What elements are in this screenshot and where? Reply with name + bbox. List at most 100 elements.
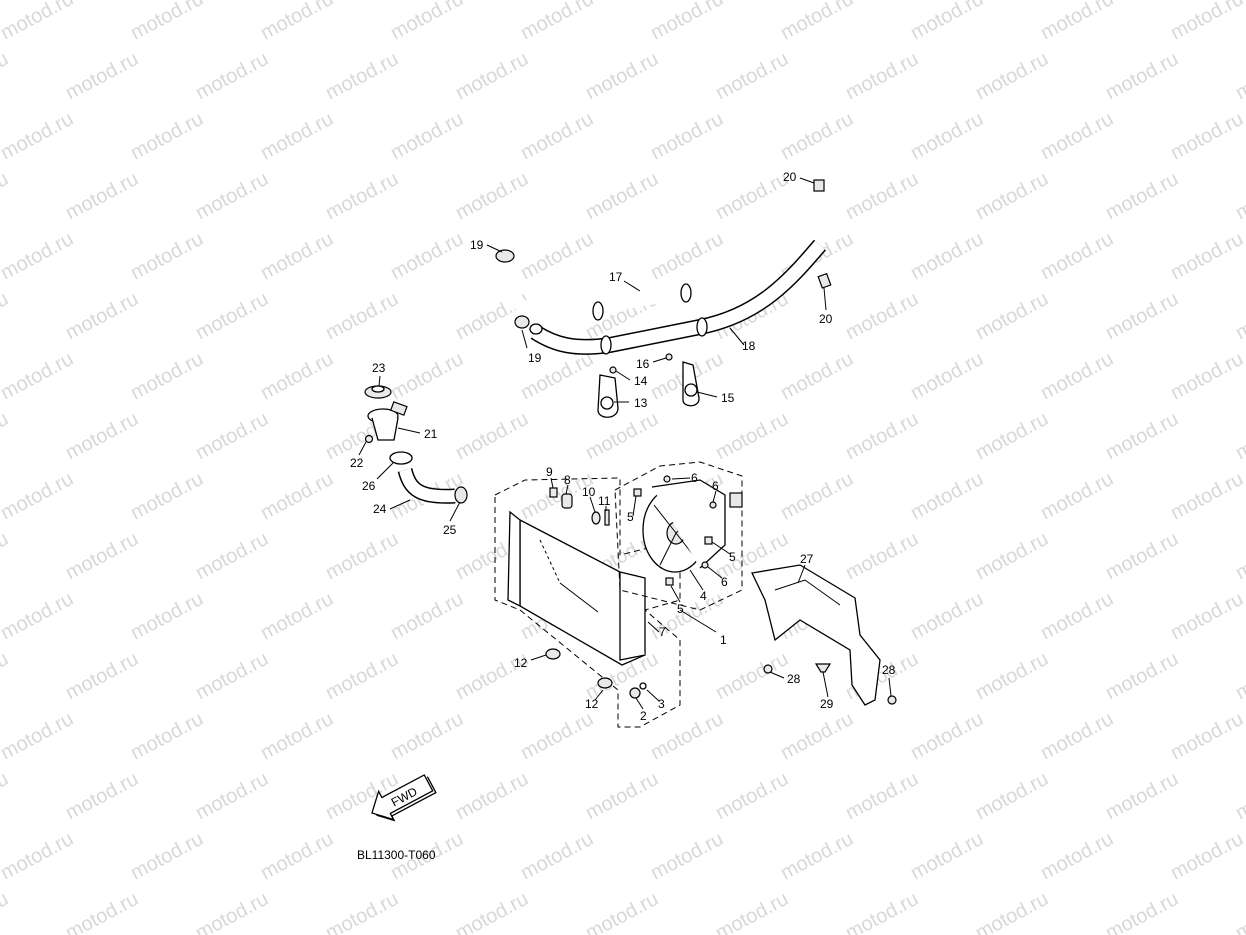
watermark-text: motod.ru [62, 48, 142, 104]
watermark-text: motod.ru [907, 348, 987, 404]
fan-assy-outline [614, 461, 743, 611]
watermark-text: motod.ru [257, 228, 337, 284]
watermark-text: motod.ru [257, 708, 337, 764]
watermark-text: motod.ru [907, 0, 987, 44]
watermark-text: motod.ru [1037, 468, 1117, 524]
callout-1: 1 [720, 633, 727, 647]
callout-5a: 5 [627, 510, 634, 524]
callout-19a: 19 [470, 238, 484, 252]
watermark-text: motod.ru [1167, 228, 1246, 284]
watermark-text: motod.ru [257, 468, 337, 524]
callout-19b: 19 [528, 351, 542, 365]
callout-12b: 12 [585, 697, 599, 711]
watermark-text: motod.ru [1232, 648, 1246, 704]
watermark-text: motod.ru [387, 708, 467, 764]
watermark-text: motod.ru [192, 48, 272, 104]
watermark-text: motod.ru [647, 708, 727, 764]
watermark-text: motod.ru [257, 828, 337, 884]
hose-18 [530, 239, 827, 355]
radiator-assy-outline [494, 477, 681, 728]
callout-28b: 28 [882, 663, 896, 677]
callout-13: 13 [634, 396, 648, 410]
bolt-14 [609, 366, 617, 374]
washer-3 [639, 682, 647, 690]
watermark-text: motod.ru [452, 408, 532, 464]
watermark-text: motod.ru [0, 468, 77, 524]
watermark-text: motod.ru [907, 228, 987, 284]
bolt-28a [763, 664, 773, 674]
washer-10 [591, 511, 601, 525]
callout-5b: 5 [729, 550, 736, 564]
watermark-text: motod.ru [127, 348, 207, 404]
callout-6a: 6 [691, 471, 698, 485]
watermark-text: motod.ru [907, 588, 987, 644]
watermark-text: motod.ru [0, 708, 77, 764]
bracket-13 [597, 374, 619, 418]
watermark-text: motod.ru [387, 228, 467, 284]
filler-neck-21 [367, 401, 408, 441]
callout-7: 7 [659, 625, 666, 639]
watermark-text: motod.ru [1037, 708, 1117, 764]
callout-3: 3 [658, 697, 665, 711]
watermark-text: motod.ru [452, 168, 532, 224]
watermark-text: motod.ru [62, 288, 142, 344]
bolt-28b [887, 695, 897, 705]
watermark-text: motod.ru [972, 648, 1052, 704]
callout-5c: 5 [677, 602, 684, 616]
watermark-text: motod.ru [192, 168, 272, 224]
watermark-text: motod.ru [907, 468, 987, 524]
callout-6c: 6 [721, 575, 728, 589]
callout-17: 17 [609, 270, 623, 284]
watermark-text: motod.ru [0, 828, 77, 884]
watermark-text: motod.ru [842, 168, 922, 224]
watermark-text: motod.ru [972, 888, 1052, 935]
watermark-text: motod.ru [257, 108, 337, 164]
watermark-text: motod.ru [0, 408, 12, 464]
bolt-2 [629, 687, 641, 699]
watermark-text: motod.ru [582, 168, 662, 224]
watermark-text: motod.ru [1037, 228, 1117, 284]
watermark-text: motod.ru [1232, 288, 1246, 344]
watermark-text: motod.ru [192, 768, 272, 824]
watermark-text: motod.ru [192, 408, 272, 464]
watermark-text: motod.ru [907, 708, 987, 764]
watermark-text: motod.ru [0, 768, 12, 824]
watermark-text: motod.ru [517, 108, 597, 164]
watermark-text: motod.ru [647, 108, 727, 164]
watermark-text: motod.ru [582, 48, 662, 104]
callout-23: 23 [372, 361, 386, 375]
watermark-text: motod.ru [842, 48, 922, 104]
watermark-text: motod.ru [1037, 0, 1117, 44]
callout-4: 4 [700, 589, 707, 603]
callout-6b: 6 [712, 479, 719, 493]
rivet-29 [814, 663, 832, 673]
watermark-text: motod.ru [1232, 888, 1246, 935]
watermark-text: motod.ru [842, 768, 922, 824]
watermark-text: motod.ru [387, 108, 467, 164]
watermark-text: motod.ru [712, 48, 792, 104]
watermark-text: motod.ru [1102, 768, 1182, 824]
callout-labels: 1 2 3 4 5 5 5 6 6 6 7 8 9 10 11 12 12 13… [350, 170, 896, 723]
watermark-text: motod.ru [1167, 588, 1246, 644]
callout-29: 29 [820, 697, 834, 711]
watermark-text: motod.ru [647, 828, 727, 884]
fan-motor-4 [642, 479, 743, 573]
watermark-text: motod.ru [127, 228, 207, 284]
watermark-text: motod.ru [0, 348, 77, 404]
watermark-text: motod.ru [712, 408, 792, 464]
watermark-text: motod.ru [1232, 408, 1246, 464]
watermark-text: motod.ru [192, 288, 272, 344]
callout-20a: 20 [783, 170, 797, 184]
watermark-text: motod.ru [322, 288, 402, 344]
callout-11: 11 [598, 494, 611, 508]
nut-5c [665, 577, 674, 586]
watermark-text: motod.ru [972, 288, 1052, 344]
watermark-text: motod.ru [517, 0, 597, 44]
watermark-text: motod.ru [842, 288, 922, 344]
fwd-arrow-icon: FWD [371, 774, 437, 822]
callout-14: 14 [634, 374, 648, 388]
bolt-6b [709, 501, 717, 509]
watermark-text: motod.ru [1167, 348, 1246, 404]
watermark-text: motod.ru [62, 768, 142, 824]
bolt-6a [663, 475, 671, 483]
